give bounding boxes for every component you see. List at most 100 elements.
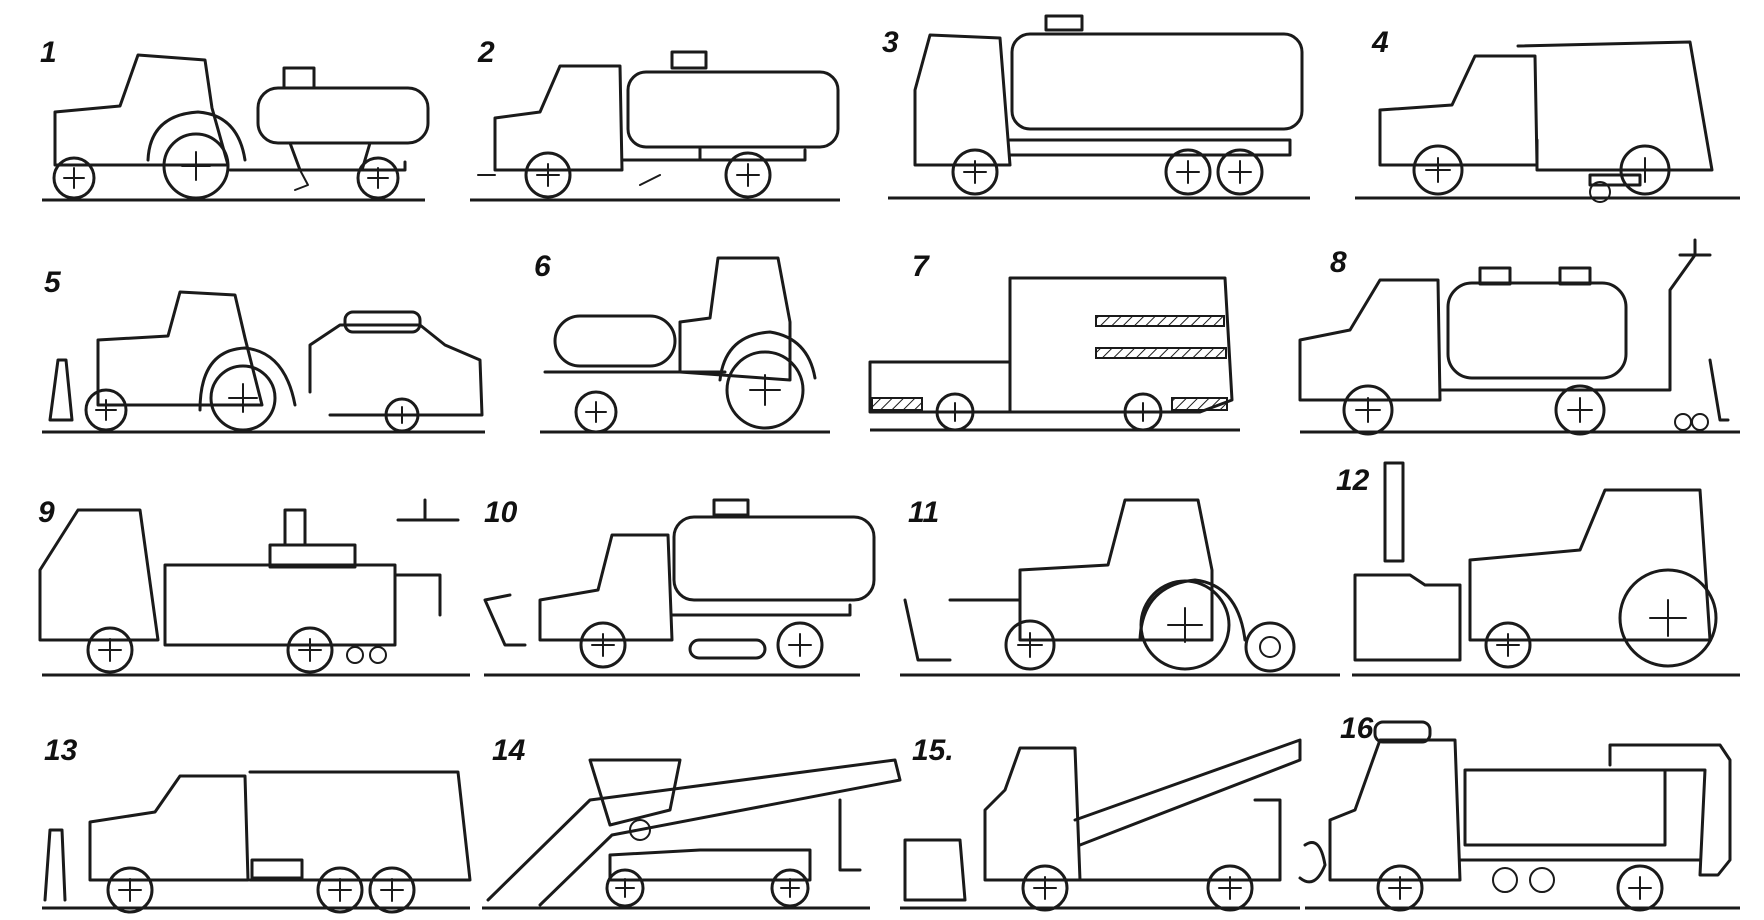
tank-cap bbox=[712, 498, 750, 517]
chassis bbox=[620, 145, 807, 162]
wheel bbox=[1123, 392, 1163, 432]
label-7: 7 bbox=[912, 250, 930, 283]
hopper bbox=[588, 758, 682, 827]
fender bbox=[198, 346, 297, 412]
wheel-hub bbox=[1176, 160, 1200, 184]
label-3: 3 bbox=[882, 26, 899, 59]
small-wheel bbox=[1492, 867, 1518, 893]
cab bbox=[1298, 278, 1442, 402]
wheel-hub bbox=[963, 160, 987, 184]
mast-top bbox=[1678, 238, 1712, 257]
tank-cap bbox=[1044, 14, 1084, 32]
wheel-hub bbox=[1228, 160, 1252, 184]
wheel bbox=[356, 156, 400, 200]
wheel bbox=[574, 390, 618, 434]
front-claw bbox=[1298, 841, 1327, 884]
vehicle-16: 16 bbox=[1298, 712, 1740, 912]
wheel bbox=[86, 626, 134, 674]
suction-hose bbox=[1608, 743, 1732, 877]
wheel-hub bbox=[1425, 157, 1451, 183]
label-1: 1 bbox=[40, 36, 57, 69]
wheel-hub bbox=[1033, 876, 1057, 900]
conveyor bbox=[486, 758, 902, 907]
sweeper-wheel bbox=[1589, 181, 1611, 203]
fender bbox=[1138, 578, 1247, 642]
wheel-hub bbox=[367, 167, 389, 189]
conveyor bbox=[1073, 738, 1302, 847]
wheel bbox=[1619, 144, 1671, 196]
label-11: 11 bbox=[908, 496, 939, 529]
label-6: 6 bbox=[534, 250, 551, 283]
wheel bbox=[935, 392, 975, 432]
wheel bbox=[1554, 384, 1606, 436]
chassis bbox=[670, 603, 852, 617]
wheel bbox=[1342, 384, 1394, 436]
wheel bbox=[1164, 148, 1212, 196]
tank-cap bbox=[282, 66, 316, 90]
wheel bbox=[1021, 864, 1069, 912]
vehicle-8: 8 bbox=[1298, 238, 1740, 436]
tank bbox=[1010, 32, 1304, 131]
front-blade bbox=[483, 593, 527, 647]
body bbox=[1516, 40, 1714, 172]
wheel-hub bbox=[945, 402, 965, 422]
wheel bbox=[1616, 864, 1664, 912]
fender bbox=[718, 330, 817, 382]
wheel-hub bbox=[328, 878, 352, 902]
cab bbox=[983, 746, 1082, 882]
wheel-hub bbox=[1496, 633, 1520, 657]
wheel bbox=[286, 626, 334, 674]
cab bbox=[913, 33, 1012, 167]
stack bbox=[1383, 461, 1405, 563]
wheel-hub bbox=[736, 163, 760, 187]
equipment-box bbox=[268, 543, 357, 569]
wheel bbox=[524, 151, 572, 199]
tank-cap bbox=[670, 50, 708, 70]
tractor-body bbox=[96, 290, 264, 407]
wheel-hub bbox=[780, 878, 800, 898]
cab bbox=[88, 774, 250, 882]
wheel bbox=[368, 866, 416, 914]
label-4: 4 bbox=[1371, 26, 1389, 59]
chassis bbox=[1008, 138, 1292, 157]
wheel-hub bbox=[749, 374, 781, 406]
wheel-hub bbox=[380, 878, 404, 902]
wheel-hub bbox=[181, 151, 211, 181]
vehicle-7: 7 bbox=[868, 250, 1240, 432]
wheel-hub bbox=[1167, 607, 1203, 643]
roller-hub bbox=[1259, 636, 1281, 658]
wheel-hub bbox=[228, 383, 258, 413]
rear-unit bbox=[393, 573, 442, 642]
brush bbox=[1588, 173, 1642, 187]
vehicle-15: 15. bbox=[900, 734, 1302, 912]
front-unit bbox=[1353, 573, 1462, 662]
cab-top-unit bbox=[1373, 720, 1432, 744]
wheel-hub bbox=[95, 399, 117, 421]
wheel-hub bbox=[1017, 632, 1043, 658]
wheel-hub bbox=[1632, 157, 1658, 183]
wheel-hub bbox=[591, 633, 615, 657]
vehicle-9: 9 bbox=[38, 496, 470, 677]
wheel bbox=[1004, 619, 1056, 671]
wheel bbox=[1412, 144, 1464, 196]
wheel bbox=[209, 364, 277, 432]
box-body bbox=[248, 770, 472, 882]
equipment-body bbox=[163, 563, 397, 647]
vehicle-2: 2 bbox=[470, 36, 840, 202]
tank-body bbox=[1463, 768, 1667, 847]
wheel bbox=[776, 621, 824, 669]
wheel-hub bbox=[1567, 397, 1593, 423]
roller-track bbox=[688, 638, 767, 660]
wheel-hub bbox=[118, 878, 142, 902]
tractor-body bbox=[1018, 498, 1214, 642]
drawbar bbox=[294, 169, 309, 191]
wheel-hub bbox=[1133, 402, 1153, 422]
hatch-strip bbox=[871, 397, 923, 411]
vehicle-1: 1 bbox=[40, 36, 430, 202]
wheel bbox=[316, 866, 364, 914]
trailer-frame bbox=[228, 141, 407, 172]
hatch-strip bbox=[1171, 397, 1228, 411]
chassis bbox=[608, 848, 812, 882]
plough bbox=[48, 358, 74, 422]
